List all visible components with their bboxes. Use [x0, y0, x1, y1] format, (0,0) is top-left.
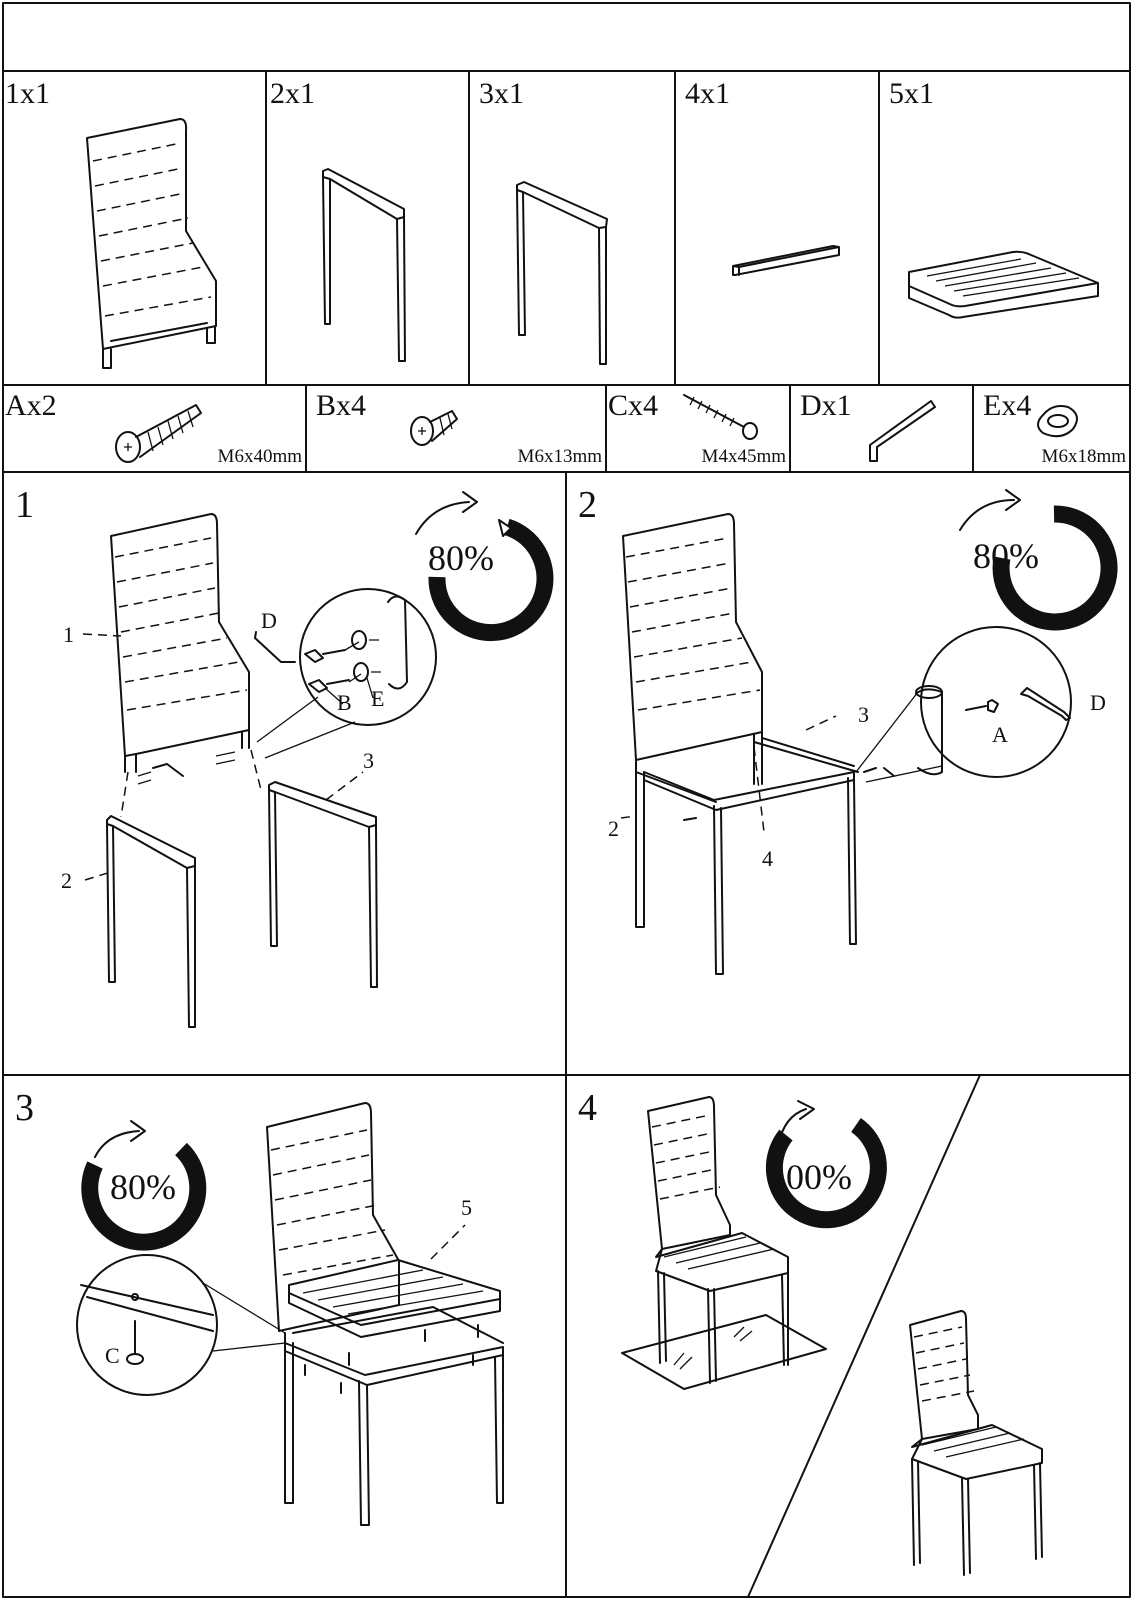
step-1: 1 [3, 472, 566, 1075]
step-4-drawing [621, 1096, 1043, 1576]
hardware-a-bolt: Ax2 M6x40mm [3, 385, 306, 472]
step-3: 3 80% 5 C [3, 1075, 566, 1597]
front-legs-drawing [322, 168, 406, 362]
hardware-label: Ax2 [5, 389, 57, 422]
part-label: 1x1 [5, 77, 50, 110]
hardware-b-bolt: Bx4 M6x13mm [306, 385, 606, 472]
torque-80-label: 80% [110, 1167, 176, 1207]
part-3-back-legs: 3x1 [469, 71, 675, 385]
callout-backrest: 1 [63, 622, 74, 647]
callout-wrench: D [261, 608, 277, 633]
step-4: 4 100% [566, 1075, 1130, 1597]
part-1-backrest: 1x1 [3, 71, 266, 385]
part-2-front-legs: 2x1 [266, 71, 469, 385]
screw-c-icon [683, 394, 758, 440]
callout-front-legs: 2 [61, 868, 72, 893]
step-2-drawing [620, 489, 1118, 975]
hardware-size: M6x13mm [517, 446, 602, 467]
torque-100-label: 100% [768, 1157, 852, 1197]
bolt-a-icon [115, 404, 202, 463]
hardware-label: Dx1 [800, 389, 852, 422]
step-number: 1 [15, 484, 34, 526]
part-label: 3x1 [479, 77, 524, 110]
washer-e-icon [1037, 405, 1078, 438]
callout-screw: C [105, 1343, 120, 1368]
torque-80-label: 80% [973, 536, 1039, 576]
hardware-c-screw: Cx4 M4x45mm [606, 385, 790, 472]
part-label: 2x1 [270, 77, 315, 110]
callout-back-legs: 3 [858, 702, 869, 727]
part-label: 4x1 [685, 77, 730, 110]
step-1-drawing [82, 491, 554, 1028]
step-number: 2 [578, 484, 597, 526]
bolt-b-icon [410, 410, 458, 446]
part-label: 5x1 [889, 77, 934, 110]
callout-crossbar: 4 [762, 846, 773, 871]
hardware-label: Cx4 [608, 389, 659, 422]
step-number: 3 [15, 1087, 34, 1129]
callout-front-legs: 2 [608, 816, 619, 841]
callout-back-legs: 3 [363, 748, 374, 773]
hardware-label: Bx4 [316, 389, 367, 422]
back-legs-drawing [516, 181, 608, 365]
callout-seat: 5 [461, 1195, 472, 1220]
crossbar-drawing [732, 245, 840, 276]
part-5-seat: 5x1 [879, 71, 1130, 385]
hardware-size: M4x45mm [701, 446, 786, 467]
callout-wrench: D [1090, 690, 1106, 715]
callout-washer: E [371, 686, 385, 711]
torque-80-label: 80% [428, 538, 494, 578]
step-2: 2 80% 2 3 4 A D [566, 472, 1130, 1075]
hex-key-icon [869, 400, 936, 462]
hardware-e-washer: Ex4 M6x18mm [973, 385, 1130, 472]
hardware-size: M6x40mm [217, 446, 302, 467]
hardware-size: M6x18mm [1041, 446, 1126, 467]
backrest-drawing [86, 118, 217, 369]
step-3-drawing [76, 1102, 504, 1526]
step-number: 4 [578, 1087, 597, 1129]
hardware-label: Ex4 [983, 389, 1032, 422]
callout-bolt: A [992, 722, 1008, 747]
callout-bolt: B [337, 690, 352, 715]
seat-drawing [908, 250, 1099, 319]
part-4-crossbar: 4x1 [675, 71, 879, 385]
hardware-d-wrench: Dx1 [790, 385, 973, 472]
